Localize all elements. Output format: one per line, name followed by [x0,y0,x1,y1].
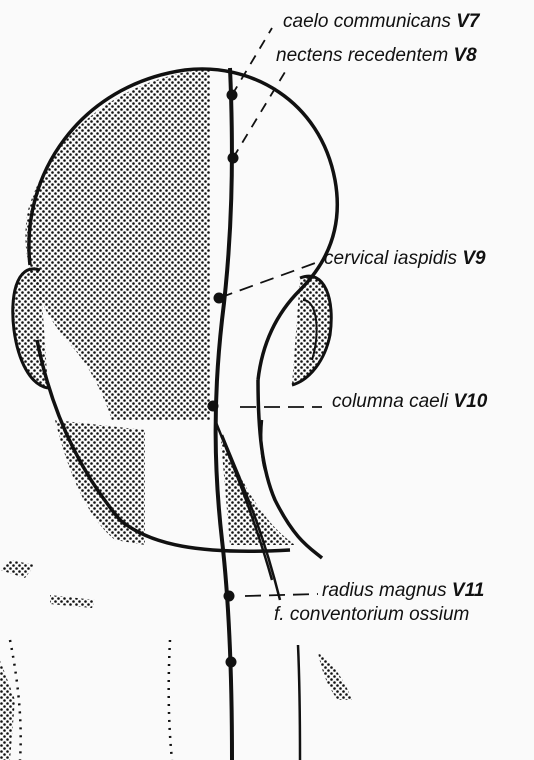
leader-v11 [245,594,318,596]
label-v9: cervical iaspidis V9 [324,249,486,268]
leader-v8 [233,72,285,158]
point-extra [226,657,237,668]
label-v10-code: V10 [453,391,487,412]
label-v10: columna caeli V10 [332,392,487,411]
label-v8: nectens recedentem V8 [276,46,477,65]
label-v7-code: V7 [456,11,479,32]
label-v11: radius magnus V11 [322,581,484,600]
label-v11-name: radius magnus [322,580,447,601]
label-v8-name: nectens recedentem [276,45,448,66]
label-v9-code: V9 [462,248,485,269]
label-v11-code: V11 [452,580,484,601]
label-v10-name: columna caeli [332,391,448,412]
label-v8-code: V8 [453,45,476,66]
meridian-line [216,68,232,760]
point-v11 [224,591,235,602]
label-v9-name: cervical iaspidis [324,248,457,269]
label-v7: caelo communicans V7 [283,12,479,31]
neck-lines [10,420,300,760]
point-v10 [208,401,219,412]
label-v7-name: caelo communicans [283,11,451,32]
label-extra: f. conventorium ossium [274,605,469,624]
meridian-points [208,90,239,668]
